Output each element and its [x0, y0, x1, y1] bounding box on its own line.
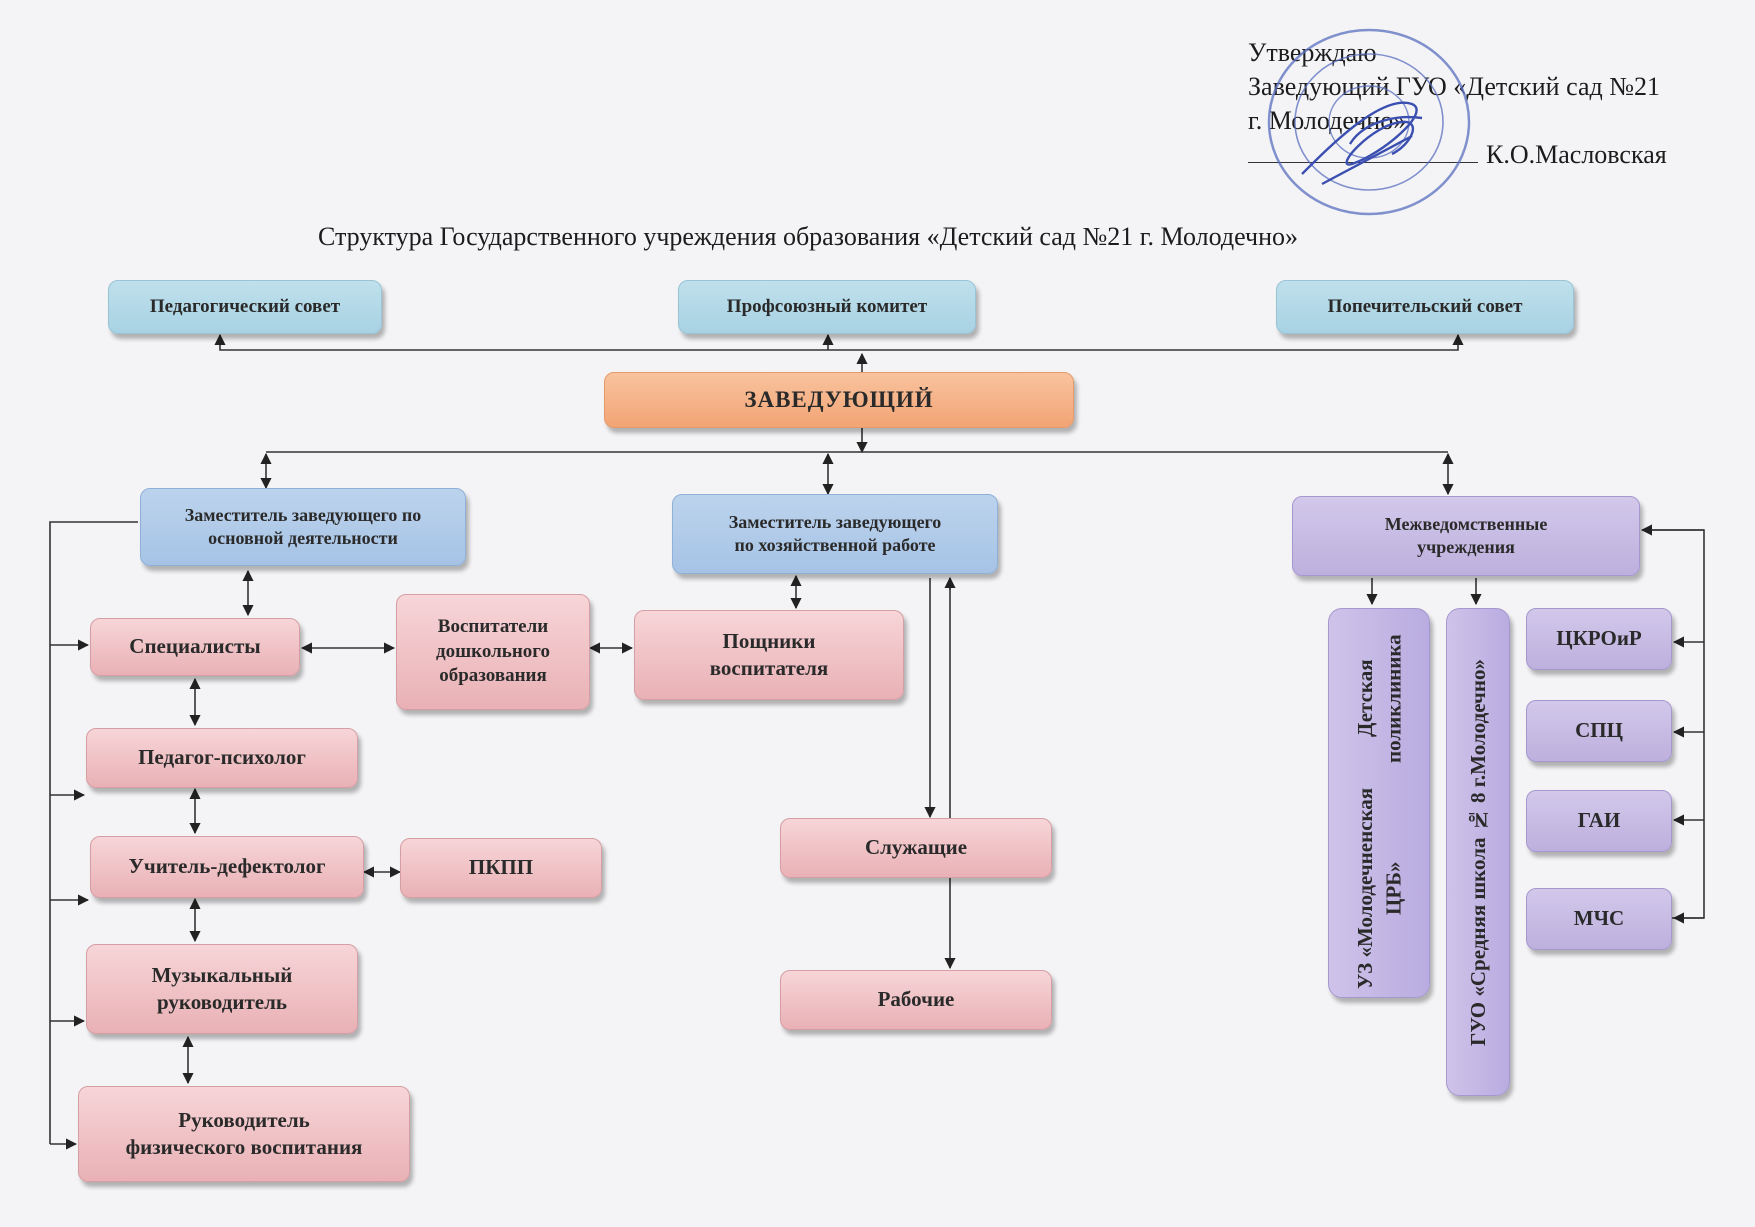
page-title: Структура Государственного учреждения об… — [318, 222, 1299, 251]
node-label: Учитель-дефектолог — [128, 854, 326, 879]
node-label-line: Заместитель заведующего по — [184, 504, 422, 525]
node-label: ГАИ — [1577, 808, 1621, 833]
approval-block: Утверждаю Заведующий ГУО «Детский сад №2… — [1248, 36, 1667, 172]
node-physical-education-head: Руководитель физического воспитания — [78, 1086, 410, 1182]
approval-line-1: Утверждаю — [1248, 38, 1377, 67]
node-label: ЗАВЕДУЮЩИЙ — [744, 387, 934, 413]
node-label-line: физического воспитания — [125, 1135, 363, 1159]
approval-line-2: Заведующий ГУО «Детский сад №21 — [1248, 72, 1661, 101]
node-clinic: УЗ «Молодечненская ЦРБ» Детская поликлин… — [1328, 608, 1430, 998]
node-educator-assistants: Пощники воспитателя — [634, 610, 904, 700]
node-label: Служащие — [864, 835, 968, 860]
node-label: СПЦ — [1575, 718, 1623, 743]
node-interagency-institutions: Межведомственные учреждения — [1292, 496, 1640, 576]
node-ckroir: ЦКРОиР — [1526, 608, 1672, 670]
official-stamp — [1267, 28, 1471, 216]
node-label-line: Заместитель заведующего — [728, 511, 942, 532]
node-label: Попечительский совет — [1327, 295, 1523, 317]
node-label-line: Музыкальный — [151, 962, 293, 987]
node-gai: ГАИ — [1526, 790, 1672, 852]
node-label-line: образования — [439, 665, 547, 687]
node-label-line: дошкольного — [436, 640, 550, 662]
signature-scribble — [1301, 101, 1423, 186]
node-board-of-trustees: Попечительский совет — [1276, 280, 1574, 334]
node-preschool-educators: Воспитатели дошкольного образования — [396, 594, 590, 710]
node-trade-union-committee: Профсоюзный комитет — [678, 280, 976, 334]
node-pkpp: ПКПП — [400, 838, 602, 898]
node-label: ПКПП — [468, 855, 534, 880]
node-workers: Рабочие — [780, 970, 1052, 1030]
node-psychologist: Педагог-психолог — [86, 728, 358, 788]
clinic-label: УЗ «Молодечненская ЦРБ» Детская поликлин… — [1351, 613, 1408, 993]
node-label-line: Воспитатели — [437, 615, 549, 637]
node-pedagogical-council: Педагогический совет — [108, 280, 382, 334]
node-label-line: УЗ «Молодечненская ЦРБ» — [1352, 787, 1405, 989]
node-deputy-main-activity: Заместитель заведующего по основной деят… — [140, 488, 466, 566]
node-label-line: воспитателя — [709, 656, 829, 680]
node-label: ЦКРОиР — [1556, 626, 1642, 651]
node-school-8: ГУО «Средняя школа № 8 г.Молодечно» — [1446, 608, 1510, 1096]
node-employees: Служащие — [780, 818, 1052, 878]
node-label: МЧС — [1573, 906, 1625, 931]
node-mchs: МЧС — [1526, 888, 1672, 950]
node-label-line: Пощники — [722, 628, 816, 653]
node-music-director: Музыкальный руководитель — [86, 944, 358, 1034]
node-label-line: руководитель — [156, 990, 288, 1014]
node-specialists: Специалисты — [90, 618, 300, 676]
node-defectologist: Учитель-дефектолог — [90, 836, 364, 898]
node-deputy-economic: Заместитель заведующего по хозяйственной… — [672, 494, 998, 574]
node-label-line: Руководитель — [178, 1107, 310, 1132]
node-label: Специалисты — [129, 634, 261, 659]
approval-line-4: К.О.Масловская — [1486, 140, 1667, 169]
node-label: Профсоюзный комитет — [726, 295, 928, 317]
node-label: ГУО «Средняя школа № 8 г.Молодечно» — [1465, 658, 1490, 1046]
node-spc: СПЦ — [1526, 700, 1672, 762]
node-label-line: учреждения — [1417, 537, 1515, 557]
node-label-line: основной деятельности — [208, 528, 398, 548]
node-label-line: Детская поликлиника — [1352, 633, 1405, 763]
node-label-line: по хозяйственной работе — [734, 535, 936, 555]
node-label-line: Межведомственные — [1384, 513, 1548, 534]
node-label: Педагогический совет — [149, 295, 341, 317]
node-head: ЗАВЕДУЮЩИЙ — [604, 372, 1074, 428]
node-label: Педагог-психолог — [138, 745, 306, 770]
node-label: Рабочие — [877, 987, 955, 1012]
